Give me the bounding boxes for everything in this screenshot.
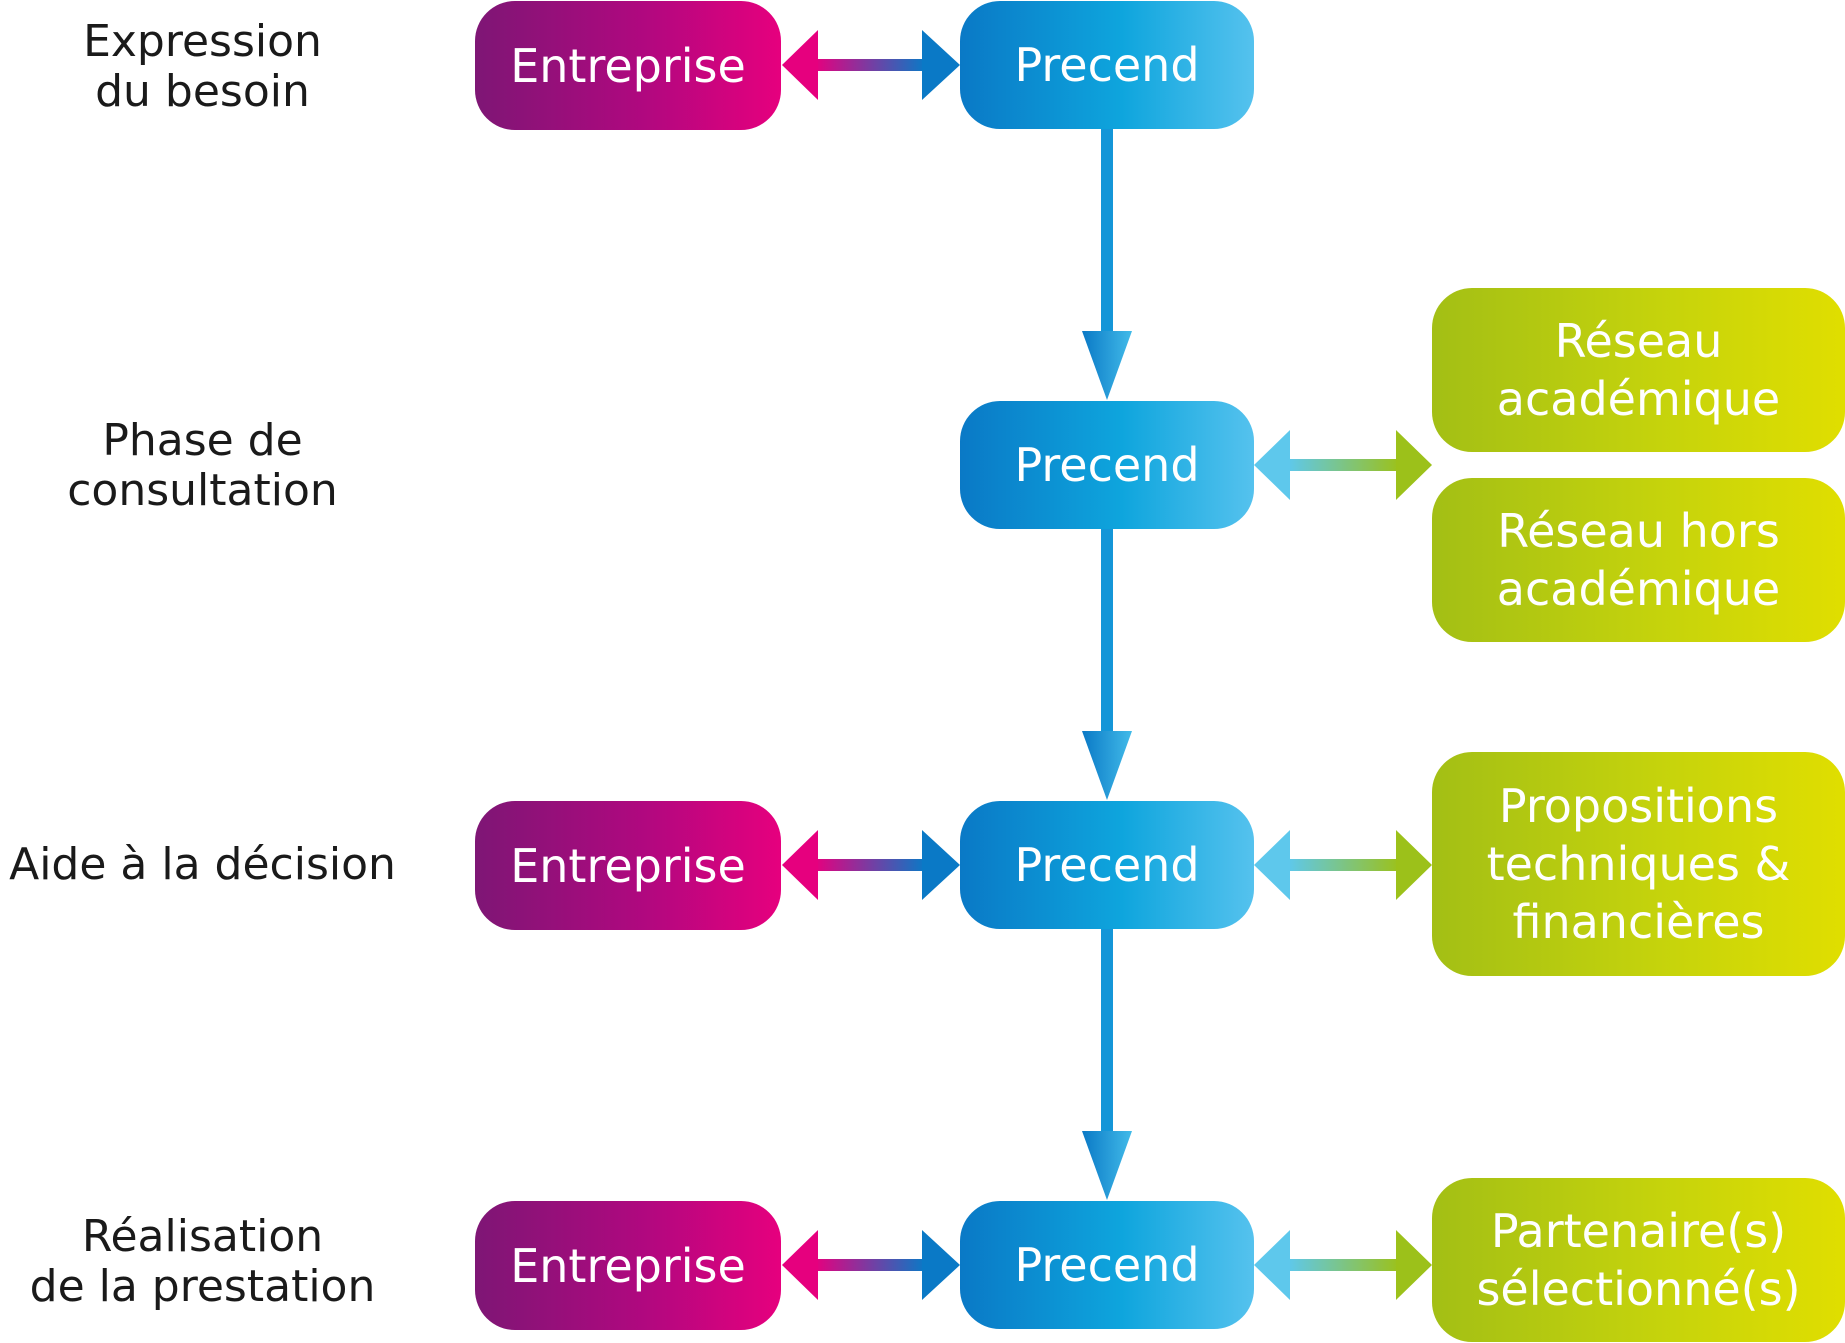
precend-box: Precend: [960, 1201, 1254, 1329]
partenaires-box: Partenaire(s) sélectionné(s): [1432, 1178, 1845, 1342]
stage-label-consultation: Phase de consultation: [67, 415, 338, 516]
stage-label-decision: Aide à la décision: [9, 839, 396, 890]
double-arrow-precend-partenaires: [1254, 1230, 1432, 1300]
double-arrow-precend-propositions: [1254, 830, 1432, 900]
stage-label-expression: Expression du besoin: [83, 16, 322, 117]
reseau-hors-academique-box: Réseau hors académique: [1432, 478, 1845, 642]
flow-arrow-2: [1082, 528, 1132, 800]
entreprise-box: Entreprise: [475, 801, 781, 930]
double-arrow-entreprise-precend-1: [782, 30, 960, 100]
precend-box: Precend: [960, 401, 1254, 529]
entreprise-box: Entreprise: [475, 1, 781, 130]
flow-arrow-1: [1082, 128, 1132, 400]
reseau-academique-box: Réseau académique: [1432, 288, 1845, 452]
double-arrow-entreprise-precend-3: [782, 830, 960, 900]
precend-box: Precend: [960, 801, 1254, 929]
flow-arrow-3: [1082, 928, 1132, 1200]
entreprise-box: Entreprise: [475, 1201, 781, 1330]
double-arrow-precend-reseau: [1254, 430, 1432, 500]
stage-label-realisation: Réalisation de la prestation: [29, 1211, 376, 1312]
double-arrow-entreprise-precend-4: [782, 1230, 960, 1300]
precend-box: Precend: [960, 1, 1254, 129]
propositions-box: Propositions techniques & financières: [1432, 752, 1845, 976]
